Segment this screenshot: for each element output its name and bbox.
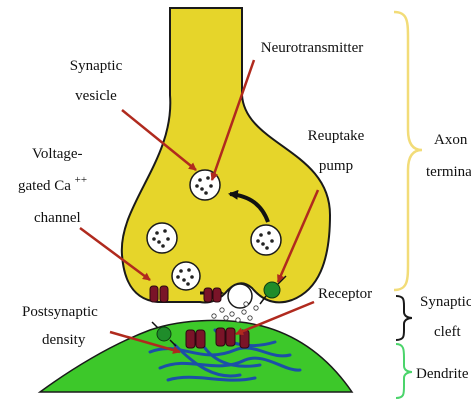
label-vgcc-line2: gated Ca ++ [18, 174, 87, 194]
svg-text:vesicle: vesicle [75, 88, 117, 104]
svg-text:Synaptic: Synaptic [70, 58, 123, 74]
synaptic-cleft-brace [396, 296, 412, 340]
label-synaptic-cleft-line1: Synaptic [420, 294, 471, 310]
label-axon-terminal-line2: terminal [426, 164, 471, 180]
label-neurotransmitter: Neurotransmitter [261, 40, 363, 56]
label-receptor: Receptor [318, 286, 372, 302]
label-axon-terminal-line1: Axon [434, 132, 468, 148]
label-reuptake-pump-line1: Reuptake [308, 128, 365, 144]
vesicle-2 [147, 223, 177, 253]
axon-terminal-brace [394, 12, 422, 290]
dendrite-brace [396, 344, 412, 398]
vesicle-4 [172, 262, 200, 290]
label-vgcc-line1: Voltage- [32, 146, 83, 162]
label-postsynaptic-density-line2: density [42, 332, 86, 348]
label-reuptake-pump-line2: pump [319, 158, 353, 174]
label-synaptic-vesicle-line2: vesicle [75, 88, 117, 104]
label-synaptic-cleft-line2: cleft [434, 324, 461, 340]
label-synaptic-vesicle-line1: Synaptic [70, 58, 123, 74]
label-postsynaptic-density-line1: Postsynaptic [22, 304, 98, 320]
label-vgcc-line2-text: gated Ca [18, 178, 71, 194]
label-vgcc-superscript: ++ [75, 174, 87, 186]
vesicle-3 [251, 225, 281, 255]
vesicle-1 [190, 170, 220, 200]
label-vgcc-line3: channel [34, 210, 81, 226]
label-dendrite: Dendrite [416, 366, 469, 382]
